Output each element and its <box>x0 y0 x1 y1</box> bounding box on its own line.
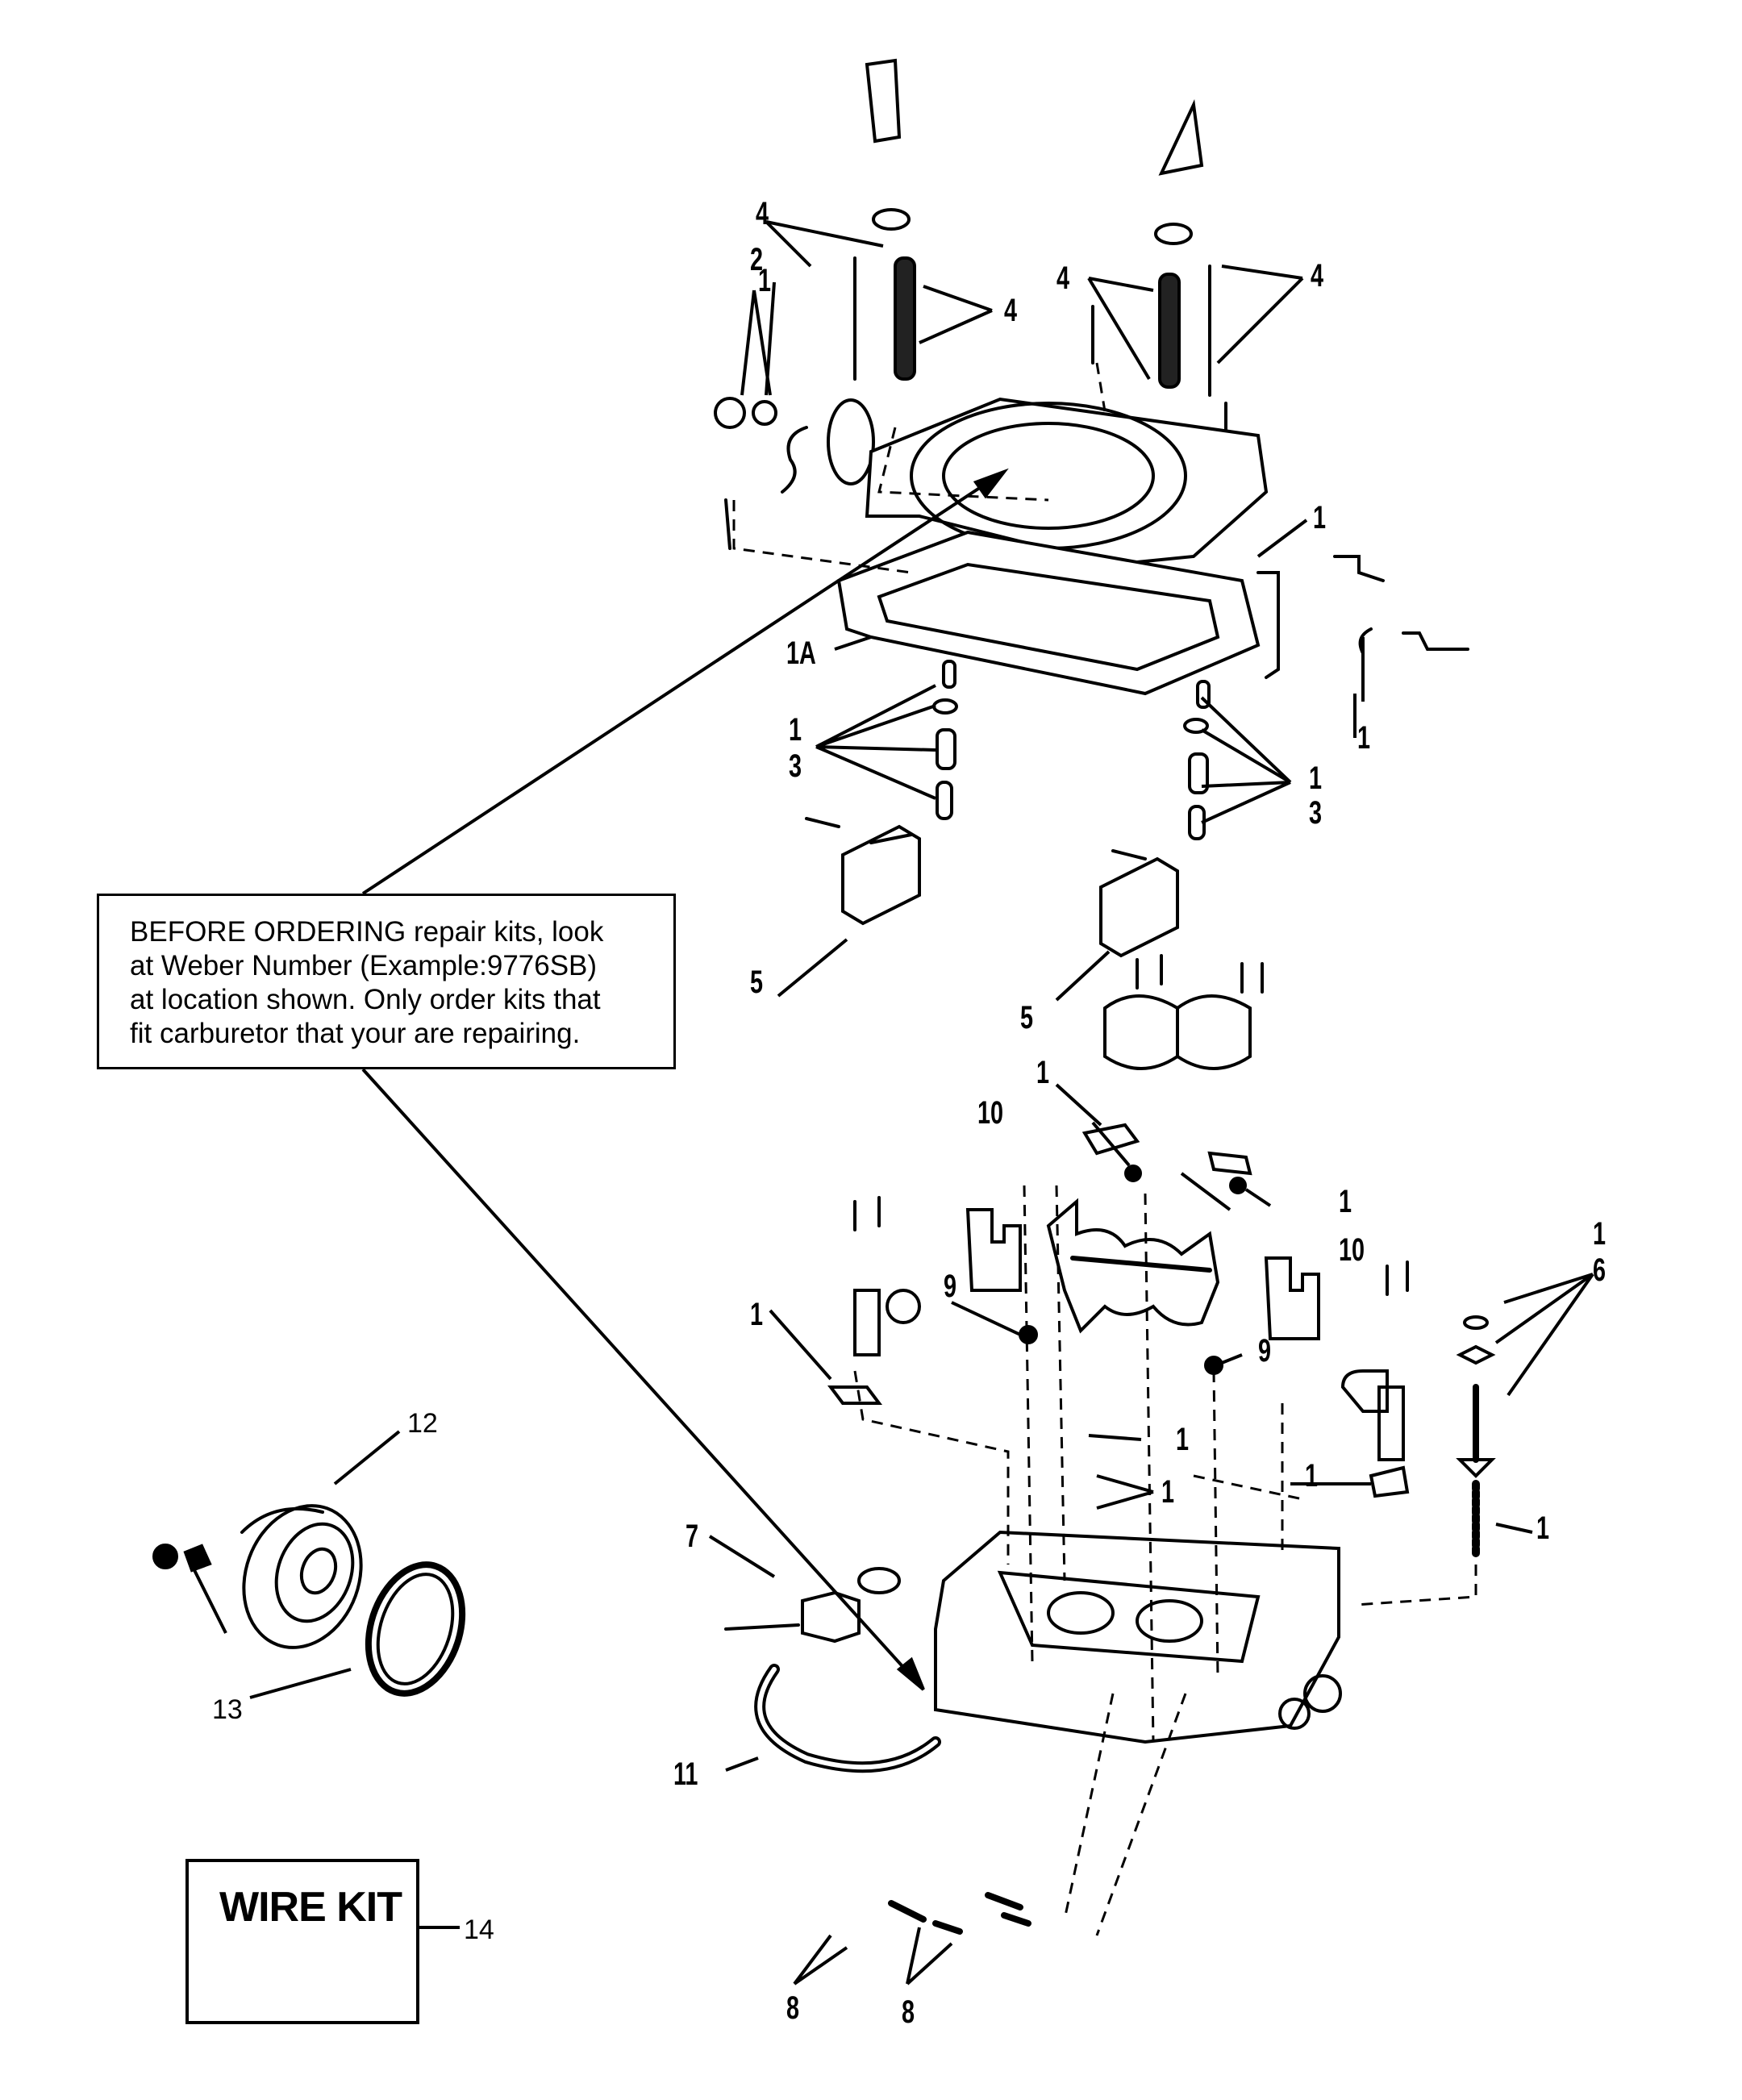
callout-5: 5 <box>1020 1000 1034 1035</box>
air-horn-vent-right <box>1158 98 1204 176</box>
callout-8: 8 <box>902 1994 915 2030</box>
screw-13 <box>152 1544 178 1569</box>
float-left <box>805 817 921 926</box>
callout-9: 9 <box>944 1269 957 1304</box>
callout-1: 1 <box>1536 1510 1550 1546</box>
callout-13: 13 <box>212 1694 243 1725</box>
callout-9: 9 <box>1258 1333 1272 1369</box>
wire-kit-title: WIRE KIT <box>219 1884 402 1931</box>
callout-4: 4 <box>756 196 769 231</box>
callout-2: 2 <box>750 242 764 277</box>
callout-7: 7 <box>686 1519 699 1554</box>
callout-1: 1 <box>1309 760 1323 796</box>
note-line-1-text: repair kits, look <box>406 916 604 948</box>
note-emphasis: BEFORE ORDERING <box>130 916 406 948</box>
float-right <box>1099 849 1179 958</box>
choke-pods <box>1103 954 1264 1070</box>
callout-1: 1 <box>1339 1184 1352 1219</box>
idle-mixture-spring <box>1456 1315 1496 1560</box>
choke-rod <box>1256 571 1280 679</box>
bushing <box>714 397 746 429</box>
callout-4: 4 <box>1004 293 1018 328</box>
clip-right <box>1154 223 1193 245</box>
callout-1A: 1A <box>786 635 816 671</box>
note-line-3: at location shown. Only order kits that <box>130 984 601 1015</box>
pointer-lower <box>361 1068 925 1691</box>
main-body <box>934 1530 1340 1744</box>
pump-7 <box>801 1590 861 1644</box>
callout-1: 1 <box>758 263 772 298</box>
callout-4: 4 <box>1311 258 1324 294</box>
callout-12: 12 <box>407 1408 438 1439</box>
ordering-note: BEFORE ORDERING repair kits, look at Web… <box>97 894 676 1069</box>
clip-left <box>872 208 911 231</box>
callout-1: 1 <box>1357 720 1371 756</box>
callout-5: 5 <box>750 965 764 1000</box>
linkage-left <box>781 426 808 494</box>
callout-10: 10 <box>1339 1232 1365 1268</box>
pointer-upper <box>361 470 1006 895</box>
piston-left <box>894 256 916 381</box>
callout-1: 1 <box>1161 1474 1175 1510</box>
callout-1: 1 <box>750 1297 764 1332</box>
callout-1: 1 <box>1036 1055 1050 1090</box>
accelerator-pump-left <box>827 1196 921 1405</box>
note-line-2: at Weber Number (Example:9776SB) <box>130 950 598 981</box>
callout-6: 6 <box>1593 1252 1607 1288</box>
piston-right <box>1158 273 1181 389</box>
washer <box>752 400 777 426</box>
diaphragm-12 <box>240 1504 363 1649</box>
callout-8: 8 <box>786 1990 800 2026</box>
callout-10: 10 <box>977 1095 1004 1131</box>
o-ring-13-inner <box>376 1573 455 1685</box>
o-ring-13 <box>365 1561 466 1697</box>
note-line-4: fit carburetor that your are repairing. <box>130 1018 581 1049</box>
hose-11 <box>754 1664 941 1773</box>
throttle-plates <box>1046 1198 1220 1334</box>
accelerator-pump-right <box>1340 1260 1410 1498</box>
note-line-1: BEFORE ORDERING repair kits, look <box>130 915 659 949</box>
callout-1: 1 <box>1313 500 1327 535</box>
callout-1: 1 <box>789 712 802 748</box>
callout-4: 4 <box>1056 260 1070 296</box>
callout-1: 1 <box>1593 1216 1607 1252</box>
callout-3: 3 <box>1309 795 1323 831</box>
callout-11: 11 <box>673 1756 698 1792</box>
air-horn-vent-left <box>865 58 902 144</box>
wire-kit-box: WIRE KIT <box>185 1859 419 2024</box>
callout-1: 1 <box>1176 1422 1190 1457</box>
callout-14: 14 <box>464 1915 494 1945</box>
callout-3: 3 <box>789 748 802 784</box>
callout-1: 1 <box>1305 1458 1319 1494</box>
